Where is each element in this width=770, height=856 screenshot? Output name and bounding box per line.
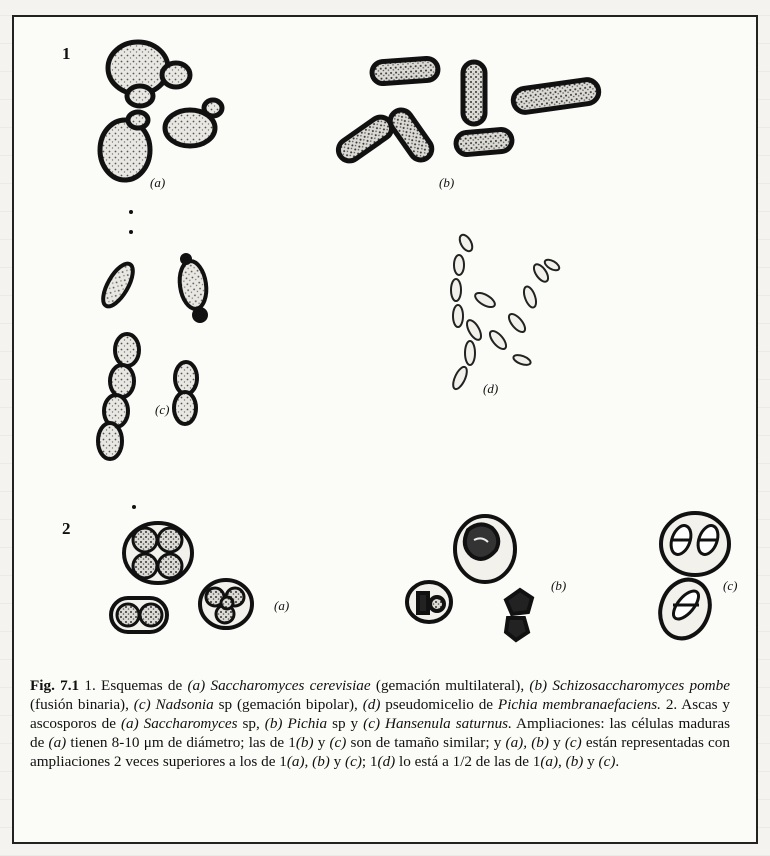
caption-run: (b) Schizosaccharomyces pombe xyxy=(529,677,730,694)
caption-run: (c) xyxy=(330,734,347,751)
caption-run: y xyxy=(330,753,345,770)
panel-2c-asci xyxy=(652,513,729,645)
caption-run: (b) Pichia xyxy=(265,715,327,732)
label-2a: (a) xyxy=(274,598,289,614)
caption-run: son de tamaño similar; y xyxy=(346,734,505,751)
caption-run: (c) xyxy=(565,734,582,751)
caption-run: pseudomicelio de xyxy=(380,696,498,713)
label-1c: (c) xyxy=(155,402,169,418)
panel-number-2: 2 xyxy=(62,519,71,539)
caption-run: (c) Hansenula saturnus. xyxy=(363,715,512,732)
panel-2b-asci xyxy=(407,516,532,640)
caption-run: (d) xyxy=(363,696,381,713)
caption-run: sp (gemación bipolar), xyxy=(214,696,363,713)
caption-run: (d) xyxy=(378,753,396,770)
caption-run: sp, xyxy=(238,715,265,732)
caption-run: (a) Saccharomyces cerevisiae xyxy=(188,677,371,694)
caption-run: (a), (b) xyxy=(506,734,549,751)
caption-run: (a) xyxy=(49,734,67,751)
panel-1a-cells xyxy=(100,42,222,180)
label-2b: (b) xyxy=(551,578,566,594)
panel-1d-pseudomycelium xyxy=(450,233,561,391)
caption-run: 1. Esquemas de xyxy=(79,677,187,694)
caption-run: (b) xyxy=(296,734,314,751)
caption-run: (fusión binaria), xyxy=(30,696,134,713)
label-2c: (c) xyxy=(723,578,737,594)
label-1a: (a) xyxy=(150,175,165,191)
panel-1c-cells xyxy=(97,255,209,459)
caption-run: Fig. 7.1 xyxy=(30,677,79,694)
caption-run: Pichia membranaefaciens. xyxy=(498,696,661,713)
caption-run: y xyxy=(314,734,330,751)
label-1b: (b) xyxy=(439,175,454,191)
panel-1b-cells xyxy=(334,58,600,165)
caption-run: sp y xyxy=(327,715,363,732)
caption-run: (gemación multilateral), xyxy=(371,677,530,694)
figure-caption: Fig. 7.1 1. Esquemas de (a) Saccharomyce… xyxy=(30,676,730,771)
caption-run: (c) xyxy=(599,753,616,770)
caption-run: (a) Saccharomyces xyxy=(121,715,238,732)
caption-run: (c) Nadsonia xyxy=(134,696,214,713)
caption-run: (a), (b) xyxy=(540,753,583,770)
caption-run: (a), (b) xyxy=(287,753,330,770)
caption-run: y xyxy=(583,753,598,770)
caption-run: (c) xyxy=(345,753,362,770)
caption-run: y xyxy=(549,734,565,751)
caption-run: tienen 8-10 μm de diámetro; las de 1 xyxy=(66,734,296,751)
panel-2a-asci xyxy=(111,523,252,632)
caption-run: ; 1 xyxy=(362,753,378,770)
caption-run: . xyxy=(615,753,619,770)
caption-run: lo está a 1/2 de las de 1 xyxy=(395,753,540,770)
label-1d: (d) xyxy=(483,381,498,397)
panel-number-1: 1 xyxy=(62,44,71,64)
